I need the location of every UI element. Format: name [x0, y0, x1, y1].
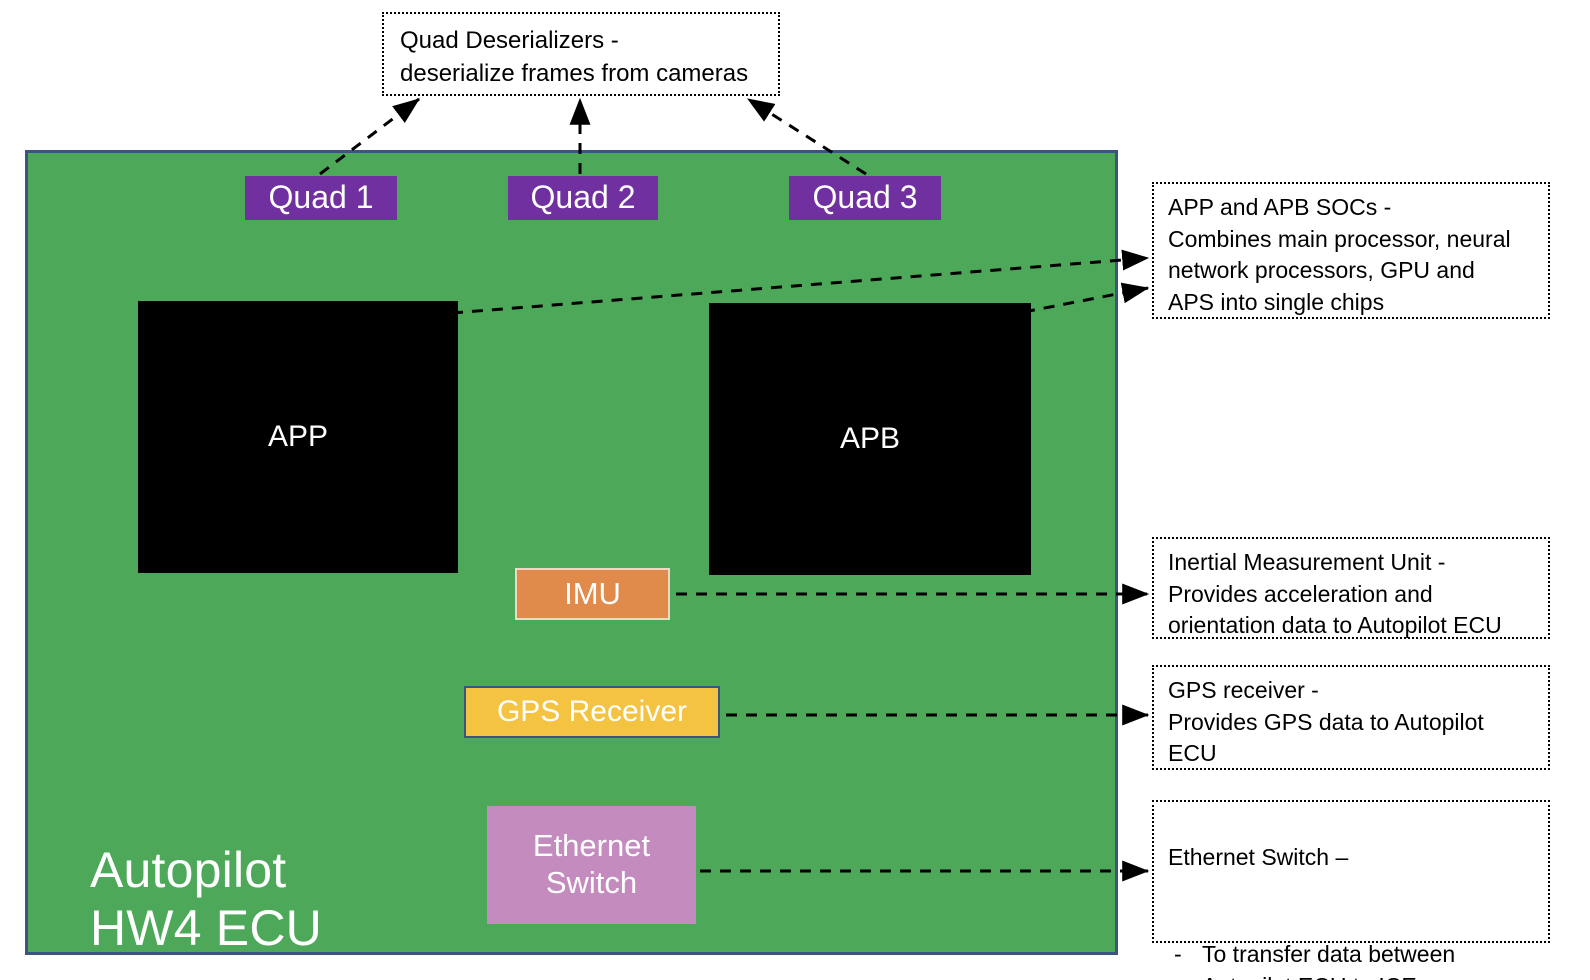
- block-app-soc: APP: [138, 301, 458, 573]
- block-quad-1: Quad 1: [245, 176, 397, 220]
- callout-ethernet-heading: Ethernet Switch –: [1168, 843, 1349, 870]
- block-ethernet-switch: Ethernet Switch: [487, 806, 696, 924]
- block-gps-receiver: GPS Receiver: [464, 686, 720, 738]
- block-imu: IMU: [515, 568, 670, 620]
- block-apb-soc: APB: [709, 303, 1031, 575]
- callout-ethernet-bullet: To transfer data between Autopilot ECU t…: [1168, 939, 1536, 980]
- block-quad-2: Quad 2: [508, 176, 658, 220]
- callout-ethernet-bullet-list: To transfer data between Autopilot ECU t…: [1168, 907, 1536, 980]
- ecu-title-label: Autopilot HW4 ECU: [90, 842, 322, 956]
- callout-gps-receiver: GPS receiver - Provides GPS data to Auto…: [1152, 665, 1550, 770]
- callout-quad-deserializers: Quad Deserializers - deserialize frames …: [382, 12, 780, 96]
- callout-imu: Inertial Measurement Unit - Provides acc…: [1152, 537, 1550, 639]
- callout-ethernet-switch: Ethernet Switch – To transfer data betwe…: [1152, 800, 1550, 980]
- block-quad-3: Quad 3: [789, 176, 941, 220]
- callout-app-apb-socs: APP and APB SOCs - Combines main process…: [1152, 182, 1550, 319]
